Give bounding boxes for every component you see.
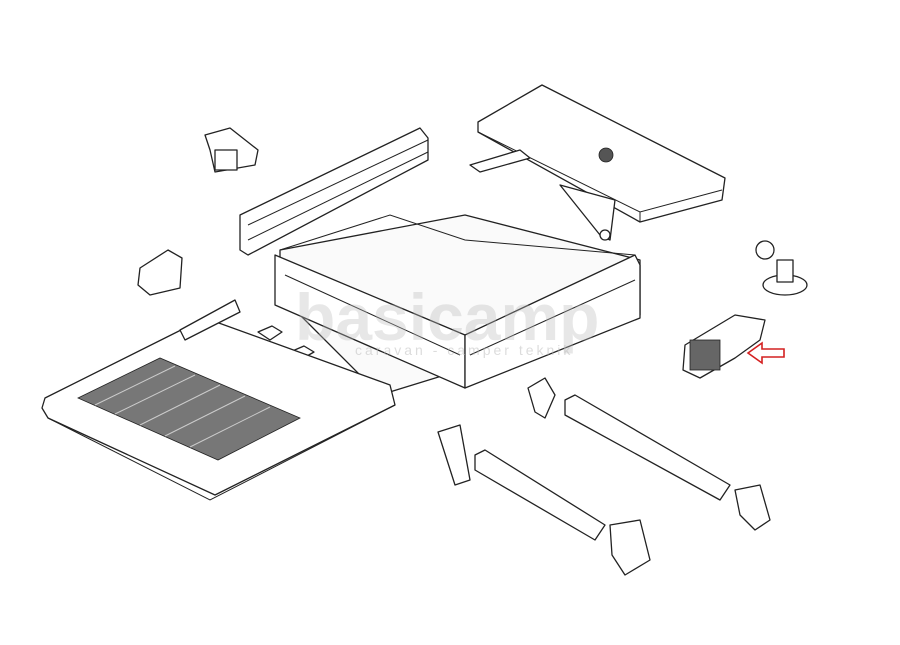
- guide-rail-left: [437, 424, 651, 576]
- side-rail-left: [239, 127, 429, 256]
- watermark-logo: basicamp caravan - camper teknik: [295, 280, 599, 358]
- hinge-bracket: [204, 127, 259, 173]
- svg-text:caravan - camper teknik: caravan - camper teknik: [355, 342, 573, 358]
- step-housing: [274, 214, 641, 396]
- red-arrow-icon: [746, 341, 785, 365]
- gear-parts: [755, 240, 808, 296]
- guide-rail-right: [527, 377, 771, 531]
- tread-grip: [77, 357, 301, 461]
- step-tread: [41, 299, 396, 501]
- mounting-plate: [469, 84, 726, 241]
- end-bracket: [137, 249, 183, 296]
- motor-gearbox: [682, 314, 766, 379]
- svg-text:basicamp: basicamp: [295, 280, 599, 354]
